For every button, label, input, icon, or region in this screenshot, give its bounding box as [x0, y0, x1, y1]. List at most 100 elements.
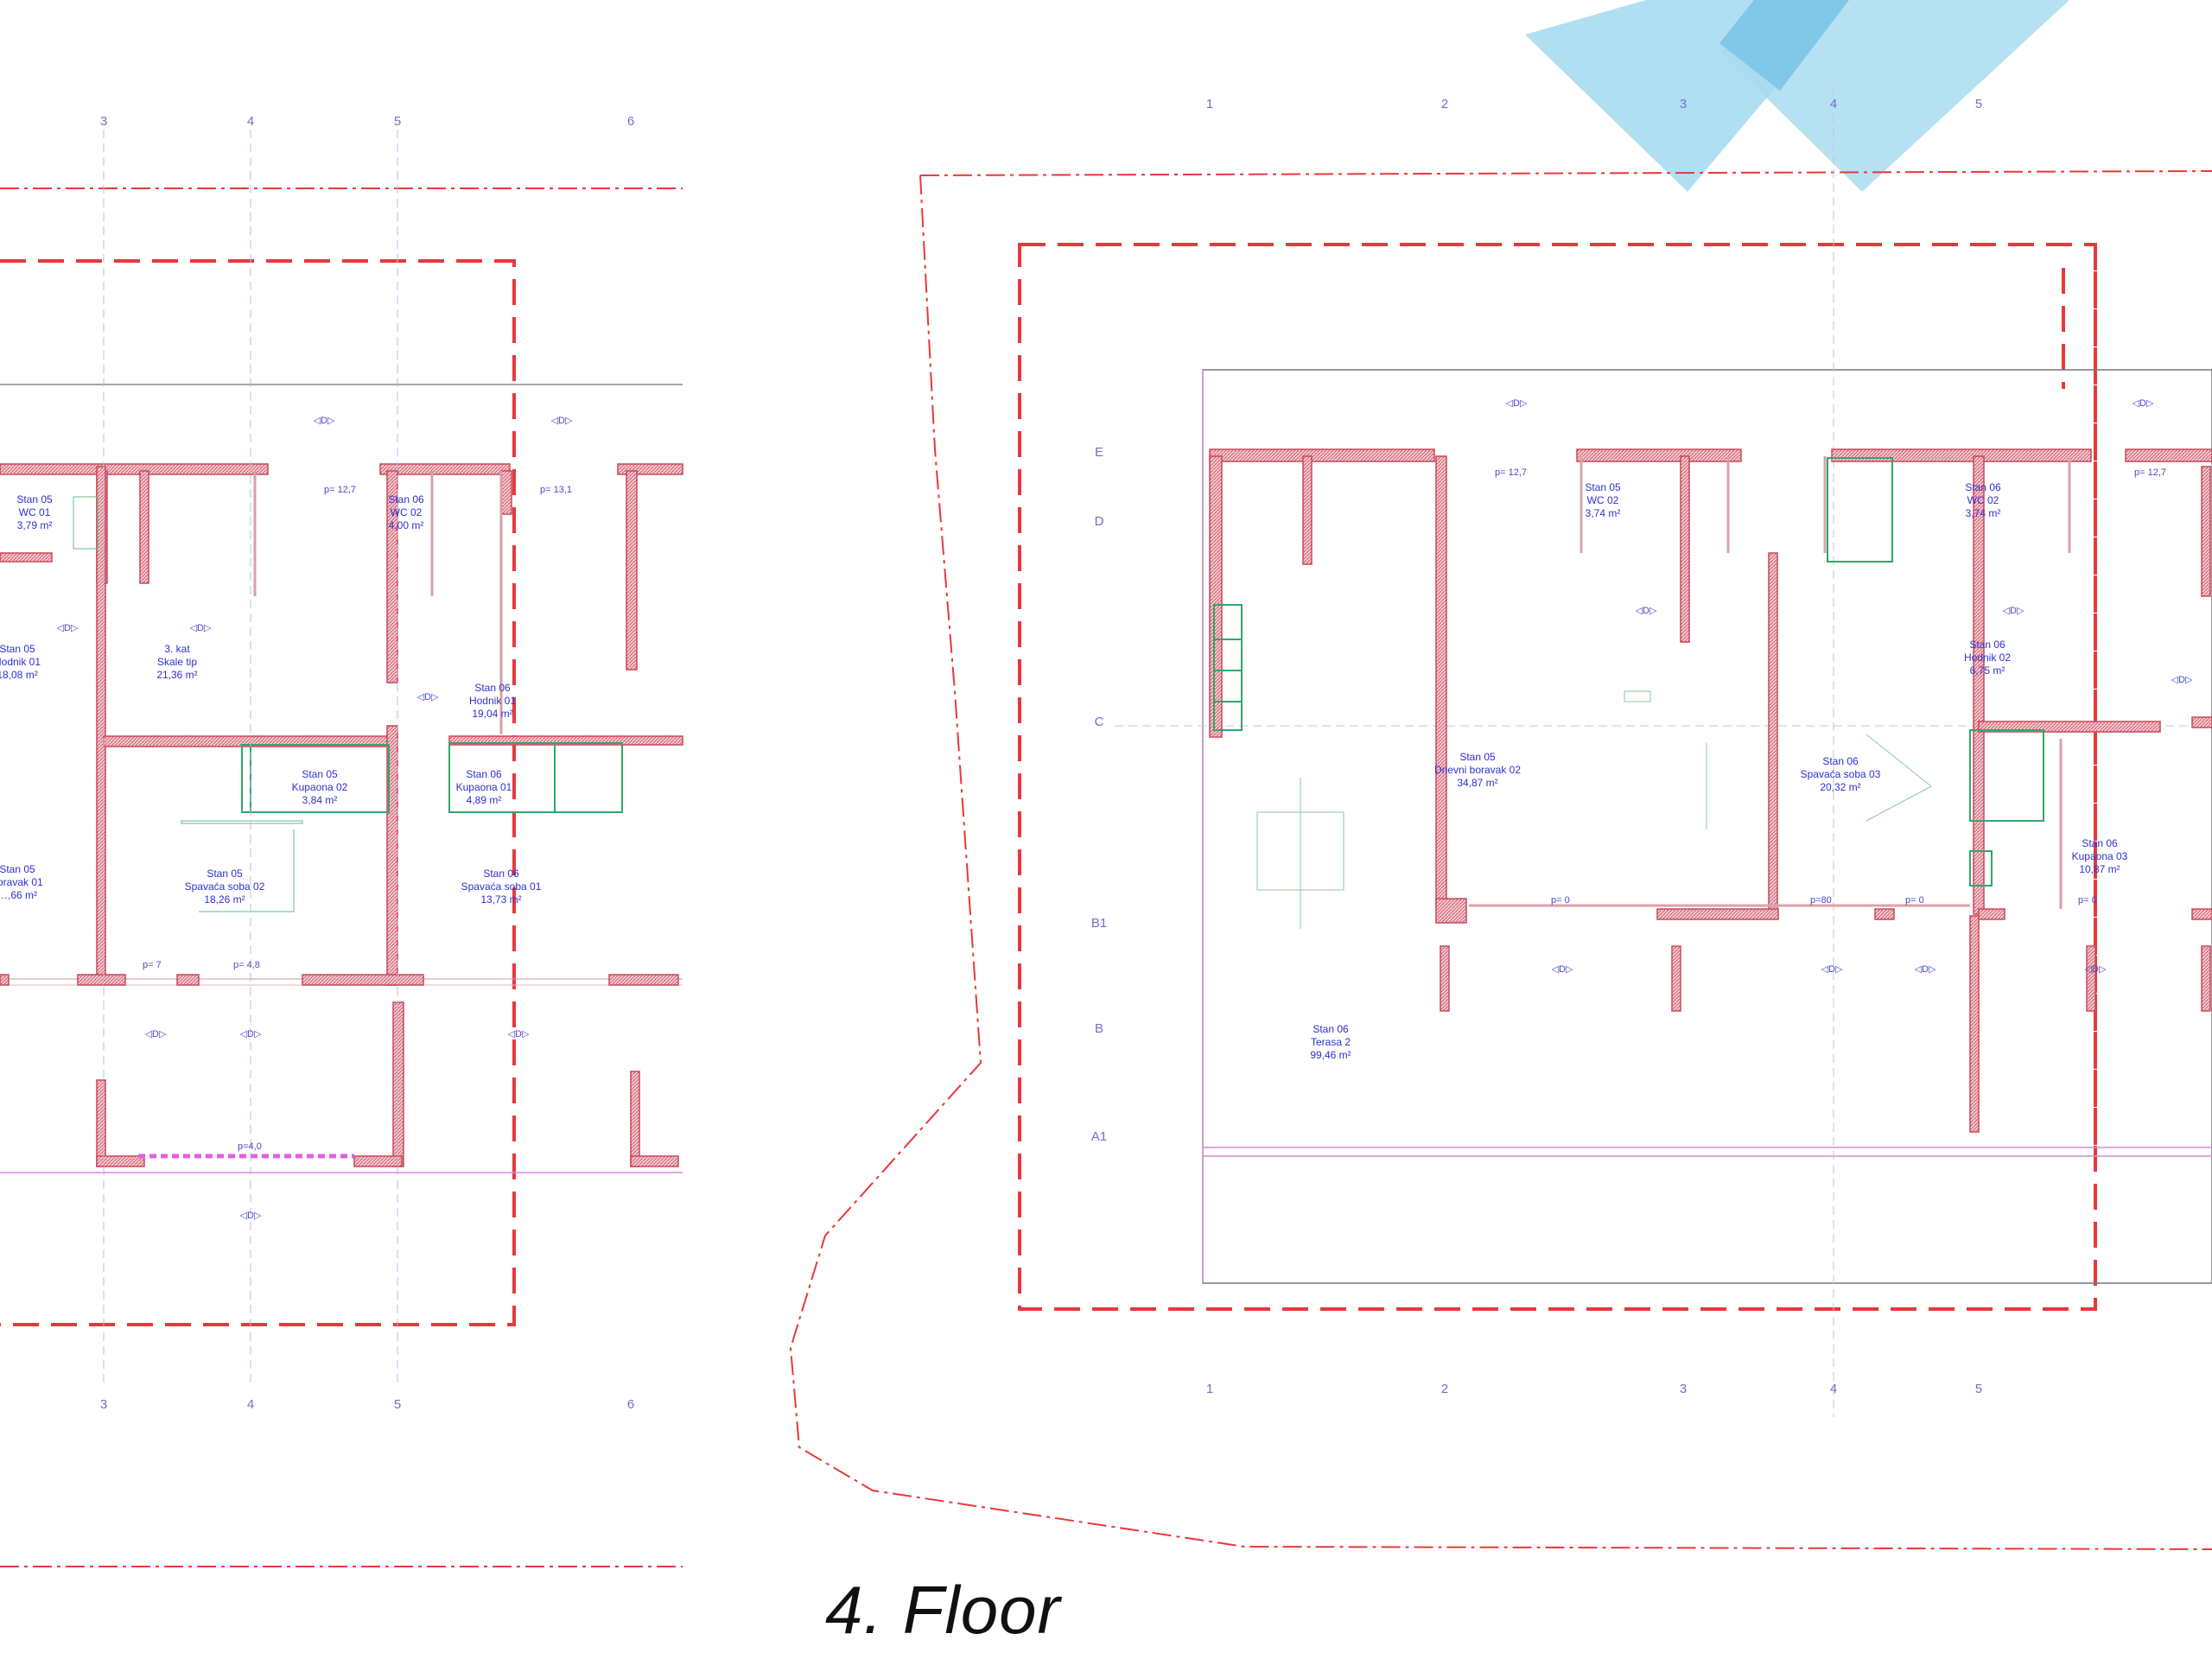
svg-text:p= 12,7: p= 12,7 — [2134, 467, 2166, 478]
grid-label: 4 — [247, 114, 254, 129]
grid-label: 2 — [1441, 97, 1448, 111]
grid-label: 4 — [1830, 97, 1837, 111]
room-label-line: Stan 06 — [1965, 481, 2001, 493]
room-label-line: Stan 06 — [483, 868, 519, 880]
svg-text:◁D▷: ◁D▷ — [2003, 606, 2024, 616]
room-label-line: Kupaona 02 — [292, 781, 348, 793]
grid-label: 6 — [627, 1397, 634, 1412]
grid-label: D — [1095, 514, 1104, 529]
svg-text:◁D▷: ◁D▷ — [240, 1029, 262, 1039]
svg-text:p= 12,7: p= 12,7 — [1495, 467, 1527, 478]
room-label-line: Stan 06 — [1313, 1023, 1349, 1035]
room-label-line: Spavaća soba 01 — [461, 880, 542, 893]
room-label-line: 4,89 m² — [467, 794, 502, 806]
grid-label: A1 — [1091, 1129, 1107, 1144]
room-label-line: 3,79 m² — [17, 519, 53, 531]
room-label-line: Stan 06 — [1969, 639, 2005, 651]
svg-text:◁D▷: ◁D▷ — [2133, 398, 2154, 409]
grid-label: 5 — [1975, 97, 1982, 111]
room-label-line: Stan 05 — [207, 868, 243, 880]
grid-label: 3 — [100, 1397, 107, 1412]
room-label-line: Stan 06 — [466, 768, 502, 780]
room-label-line: Hodnik 01 — [469, 695, 516, 707]
room-label-line: 20,32 m² — [1820, 781, 1860, 793]
room-label-line: WC 02 — [391, 506, 423, 518]
svg-text:◁D▷: ◁D▷ — [508, 1029, 530, 1039]
grid-label: E — [1095, 445, 1103, 460]
room-label-line: 21,36 m² — [156, 669, 197, 681]
svg-text:◁D▷: ◁D▷ — [190, 623, 212, 633]
room-label-line: WC 02 — [1587, 494, 1619, 506]
grid-label: B1 — [1091, 916, 1107, 931]
room-label-line: Stan 06 — [2082, 837, 2118, 849]
room-label: Stan 05boravak 01…,66 m² — [0, 863, 43, 901]
svg-text:◁D▷: ◁D▷ — [1821, 964, 1843, 975]
room-label-line: Dnevni boravak 02 — [1434, 764, 1521, 776]
room-label-line: 4,00 m² — [389, 519, 424, 531]
grid-label: 4 — [247, 1397, 254, 1412]
left-floor-plan: 3 4 5 6 3 4 5 6 ◁D▷ ◁D▷ ◁D▷ ◁D▷ ◁D▷ ◁D▷ … — [0, 114, 683, 1567]
svg-text:◁D▷: ◁D▷ — [417, 692, 439, 702]
svg-text:◁D▷: ◁D▷ — [2085, 964, 2107, 975]
svg-text:◁D▷: ◁D▷ — [2171, 675, 2193, 685]
room-label-line: …,66 m² — [0, 889, 37, 901]
room-label-line: Kupaona 03 — [2072, 850, 2128, 862]
room-label-line: 10,87 m² — [2079, 863, 2120, 875]
room-label-line: Stan 05 — [0, 863, 35, 875]
room-label-line: Stan 05 — [0, 643, 35, 655]
svg-text:◁D▷: ◁D▷ — [145, 1029, 167, 1039]
room-label-line: Spavaća soba 02 — [185, 880, 265, 893]
svg-text:p= 12,7: p= 12,7 — [324, 485, 356, 495]
grid-label: 1 — [1206, 1382, 1213, 1396]
svg-text:p= 4,8: p= 4,8 — [233, 960, 260, 970]
room-label-line: Terasa 2 — [1311, 1036, 1351, 1048]
room-label-line: 18,08 m² — [0, 669, 38, 681]
grid-label: 3 — [1680, 97, 1687, 111]
right-floor-plan: E D C B1 B A1 1 2 3 4 5 1 2 3 4 5 ◁D▷ ◁D… — [789, 86, 2212, 1550]
svg-text:◁D▷: ◁D▷ — [314, 416, 335, 426]
grid-label: 5 — [394, 1397, 401, 1412]
room-label-line: Spavaća soba 03 — [1801, 768, 1881, 780]
room-label-line: 3,74 m² — [1966, 507, 2001, 519]
room-label-line: Stan 05 — [1459, 751, 1496, 763]
svg-text:p= 0: p= 0 — [2078, 895, 2097, 906]
room-label-line: Stan 06 — [388, 493, 424, 505]
room-label-line: 19,04 m² — [472, 708, 512, 720]
svg-text:◁D▷: ◁D▷ — [1636, 606, 1657, 616]
grid-label: 5 — [1975, 1382, 1982, 1396]
room-label-line: boravak 01 — [0, 876, 43, 888]
room-label-line: Hodnik 01 — [0, 656, 41, 668]
svg-text:p= 7: p= 7 — [143, 960, 162, 970]
floor-title: 4. Floor — [825, 1572, 1061, 1648]
grid-label: 2 — [1441, 1382, 1448, 1396]
grid-label: 1 — [1206, 97, 1213, 111]
svg-text:◁D▷: ◁D▷ — [1915, 964, 1936, 975]
room-label-line: WC 02 — [1967, 494, 1999, 506]
room-label-line: Stan 06 — [1822, 755, 1859, 767]
room-label-line: 13,73 m² — [480, 893, 521, 906]
svg-text:◁D▷: ◁D▷ — [1552, 964, 1573, 975]
room-label-line: Stan 05 — [16, 493, 53, 505]
diamond-logo-icon — [1525, 0, 2069, 192]
room-label-line: Kupaona 01 — [456, 781, 512, 793]
svg-text:p=80: p=80 — [1810, 895, 1832, 906]
grid-label: 6 — [627, 114, 634, 129]
grid-label: 3 — [100, 114, 107, 129]
room-label-line: Skale tip — [157, 656, 197, 668]
grid-label: 5 — [394, 114, 401, 129]
room-label-line: 34,87 m² — [1457, 777, 1497, 789]
room-label-line: Stan 05 — [1585, 481, 1621, 493]
